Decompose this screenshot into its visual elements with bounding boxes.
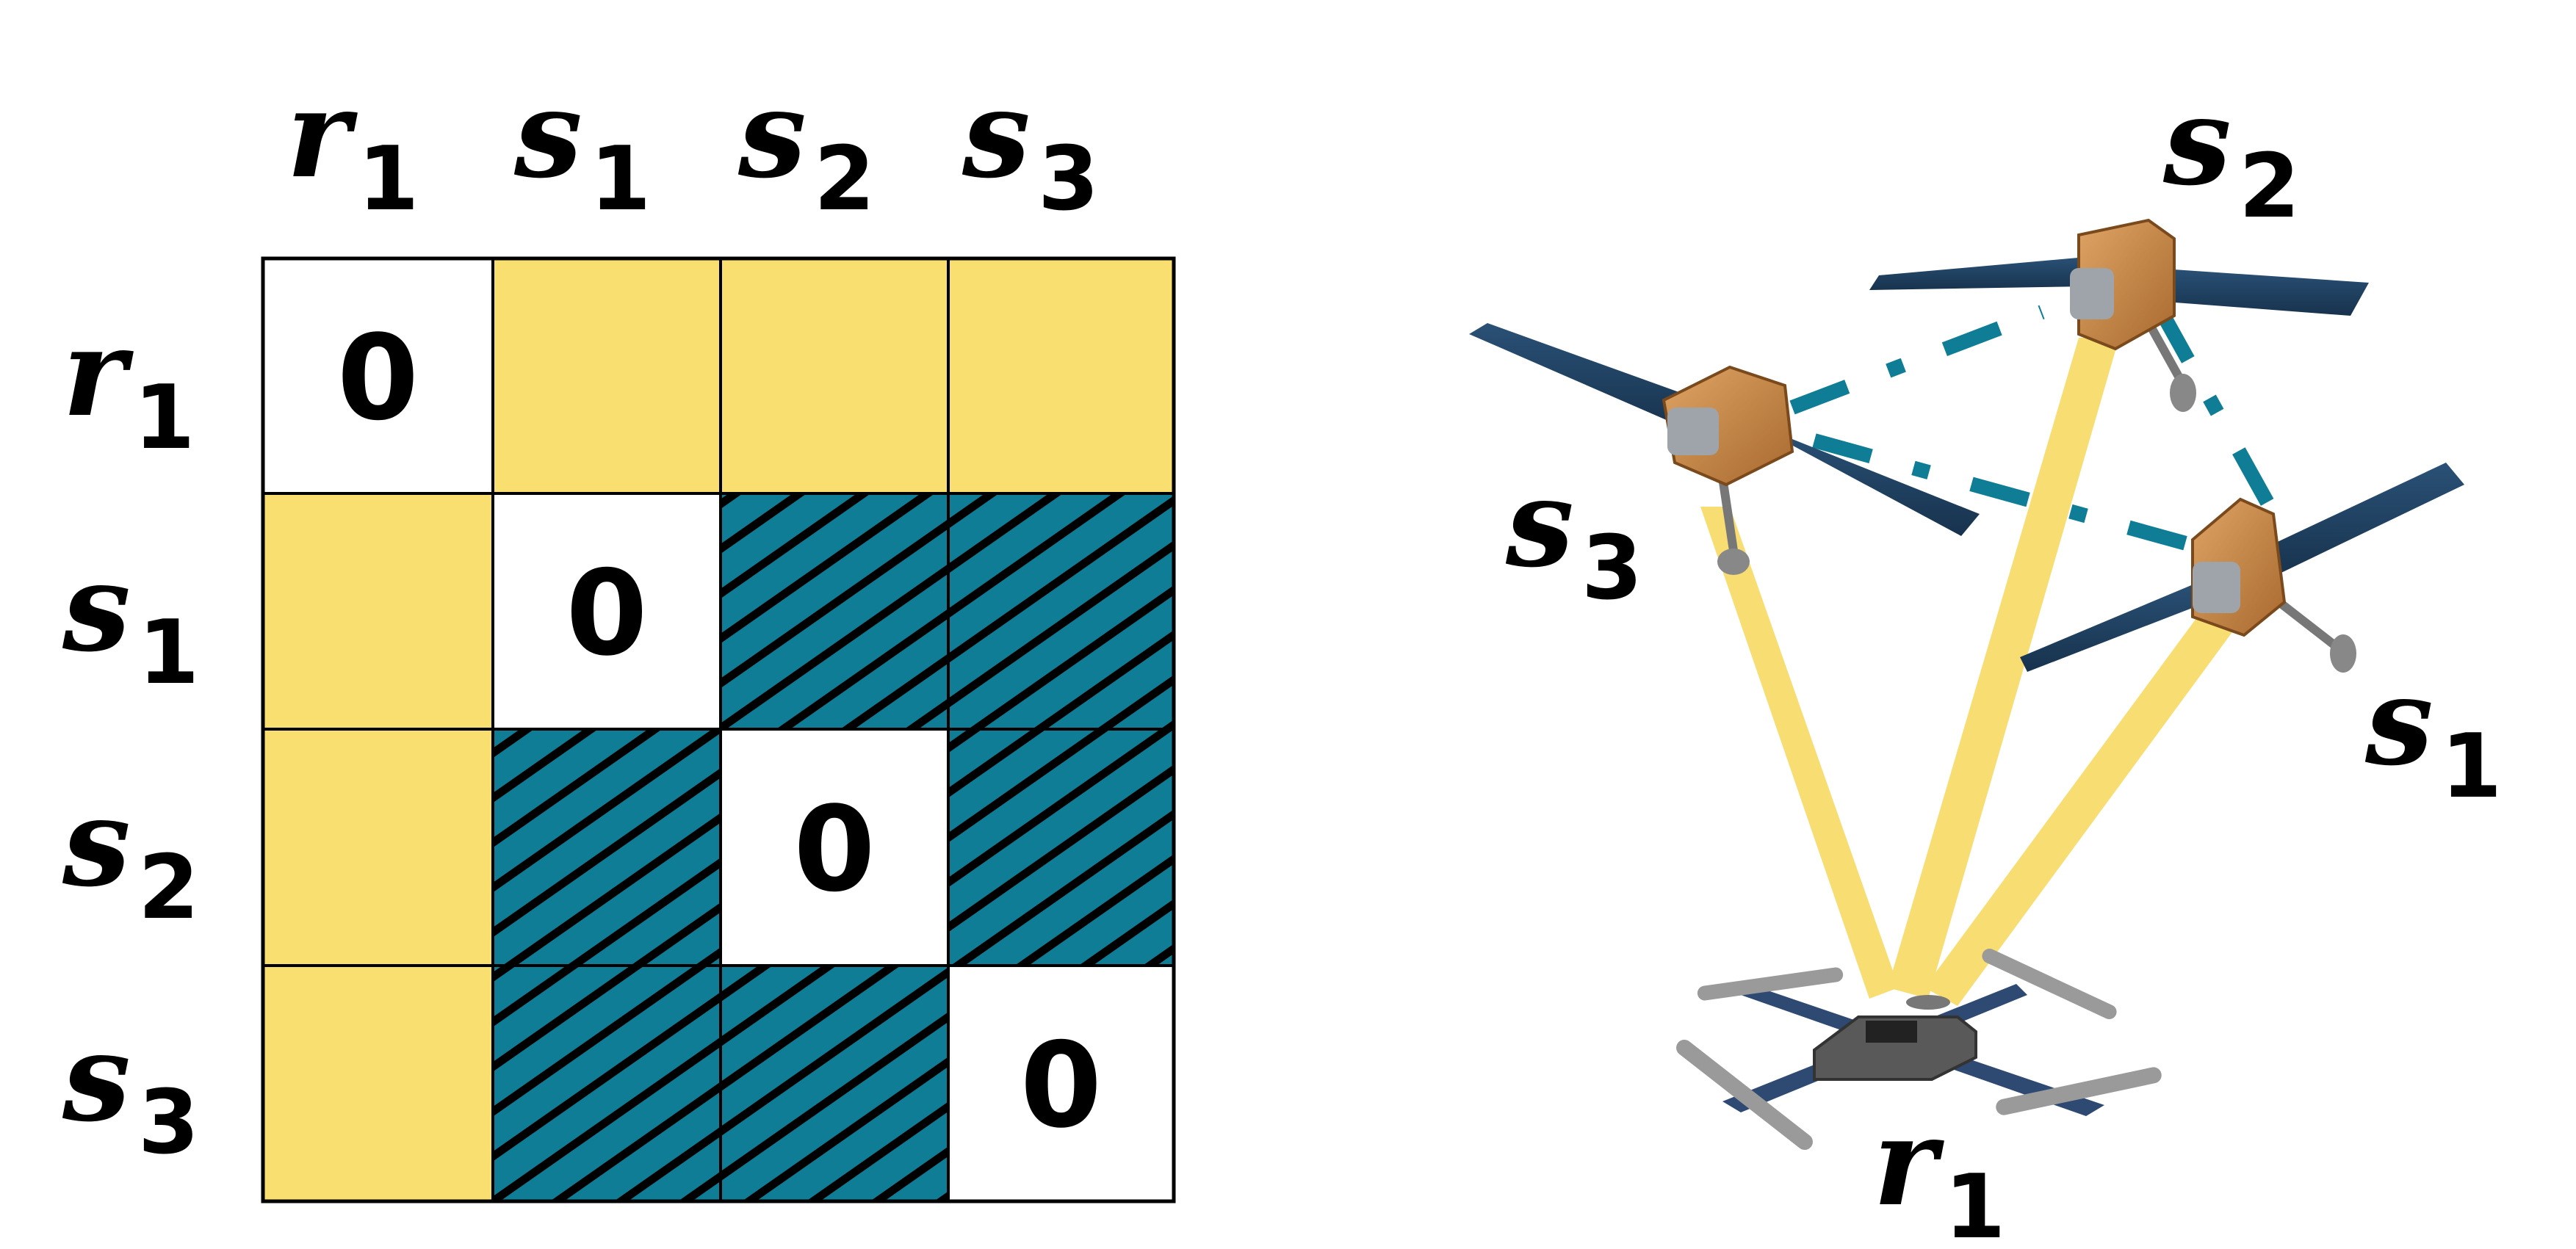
- solar-panel-right: [2259, 463, 2464, 580]
- label-s2: s2: [2162, 70, 2300, 238]
- column-header-r1: r1: [286, 62, 419, 231]
- propeller: [1676, 1039, 1813, 1151]
- label-s3: s3: [1505, 452, 1642, 620]
- antenna-arm: [1718, 477, 1738, 551]
- matrix-zero-s2: 0: [793, 781, 875, 918]
- antenna-dish: [2170, 374, 2196, 412]
- satellite-s1: [2020, 463, 2464, 673]
- drone-sensor: [1866, 1021, 1917, 1043]
- column-header-s2: s2: [737, 62, 875, 231]
- row-header-s3: s3: [62, 1006, 199, 1174]
- propeller: [1982, 948, 2117, 1020]
- thruster-cluster: [2070, 268, 2114, 319]
- antenna-dish: [1717, 549, 1750, 575]
- drone-body: [1813, 1016, 1977, 1081]
- beam-r1-s3: [1700, 507, 1899, 999]
- row-header-r1: r1: [62, 301, 195, 469]
- matrix-cell-s3-s2: [719, 964, 950, 1203]
- column-header-s3: s3: [962, 62, 1099, 231]
- matrix-cell-s2-s1: [491, 728, 722, 967]
- matrix-cell-r1-s3: [947, 257, 1175, 495]
- thruster-cluster: [2193, 562, 2240, 613]
- relation-matrix: 0 0 0 0 r1 s1 s2 s3 r1 s1 s2 s3: [62, 62, 1176, 1203]
- thruster-cluster: [1667, 408, 1719, 455]
- matrix-cell-s3-s1: [491, 964, 722, 1203]
- link-s3-s2: [1789, 305, 2045, 415]
- row-header-s2: s2: [62, 771, 199, 939]
- inter-satellite-links: [1789, 305, 2276, 562]
- matrix-border: [261, 256, 1176, 1203]
- solar-panel-left: [1869, 257, 2086, 290]
- satellite-s2: [1869, 218, 2369, 412]
- matrix-zero-r1: 0: [337, 309, 419, 446]
- satellite-drone-scene: s2 s3 s1 r1: [1469, 70, 2502, 1249]
- matrix-cell-r1-r1: [261, 257, 494, 495]
- matrix-cell-s1-r1: [261, 492, 494, 731]
- satellite-s3: [1469, 323, 1980, 575]
- column-header-s1: s1: [513, 62, 651, 231]
- link-s2-s1: [2153, 305, 2276, 510]
- matrix-cell-s1-s3: [947, 492, 1175, 731]
- matrix-cell-r1-s1: [491, 257, 722, 495]
- drone-antenna: [1906, 995, 1950, 1010]
- matrix-cell-s2-s2: [719, 728, 950, 967]
- propeller: [1697, 967, 1844, 1001]
- label-s1: s1: [2364, 650, 2502, 818]
- matrix-cells: 0 0 0 0: [261, 257, 1175, 1203]
- antenna-dish: [2330, 634, 2356, 673]
- matrix-cell-s2-s3: [947, 728, 1175, 967]
- matrix-cell-s2-r1: [261, 728, 494, 967]
- solar-panel-left: [2020, 580, 2207, 672]
- communication-beams: [1700, 338, 2246, 1006]
- row-header-s1: s1: [62, 536, 199, 704]
- beam-r1-s2: [1888, 338, 2119, 999]
- matrix-zero-s1: 0: [566, 545, 647, 682]
- matrix-cell-s1-s1: [491, 492, 722, 731]
- solar-panel-right: [2152, 268, 2369, 316]
- propeller: [1996, 1067, 2162, 1115]
- link-s3-s1: [1812, 433, 2228, 562]
- drone-r1: [1676, 948, 2162, 1151]
- beam-r1-s1: [1924, 598, 2246, 1006]
- matrix-cell-s3-s3: [947, 964, 1175, 1203]
- matrix-cell-r1-s2: [719, 257, 950, 495]
- matrix-cell-s3-r1: [261, 964, 494, 1203]
- solar-panel-left: [1469, 323, 1711, 433]
- matrix-cell-s1-s2: [719, 492, 950, 731]
- label-r1: r1: [1873, 1090, 2005, 1249]
- solar-panel-right: [1763, 430, 1980, 536]
- matrix-zero-s3: 0: [1020, 1017, 1102, 1154]
